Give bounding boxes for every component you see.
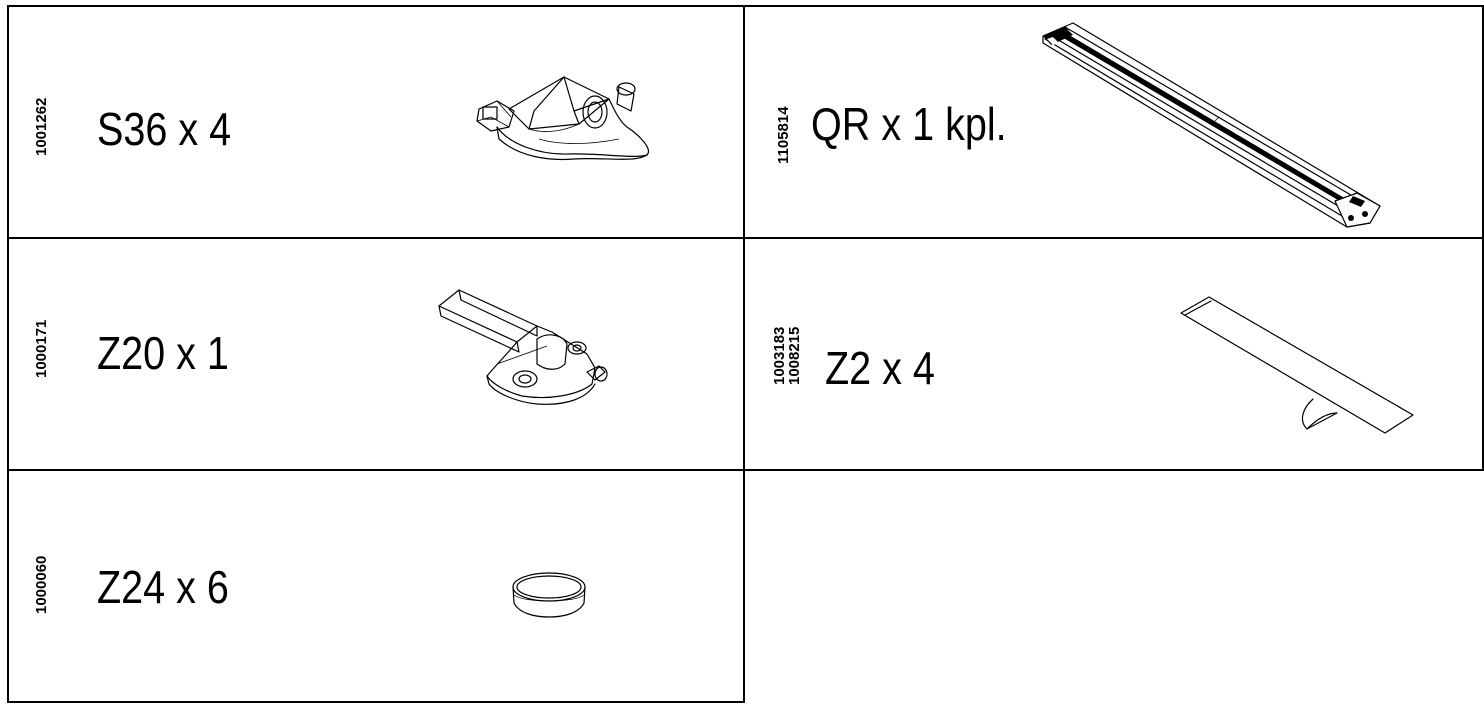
- hinge-plate-icon: [437, 284, 617, 414]
- part-label: S36 x 4: [97, 103, 232, 155]
- rail-icon: [1035, 21, 1395, 231]
- part-cell-z2: 1003183 1008215 Z2 x 4: [743, 237, 1484, 471]
- part-cell-s36: 1001262 S36 x 4: [7, 5, 745, 239]
- part-code: 1105814: [775, 106, 792, 164]
- part-label: Z2 x 4: [825, 342, 935, 394]
- part-code: 1001262: [33, 97, 50, 156]
- part-code: 1008215: [786, 326, 803, 385]
- adhesive-strip-icon: [1177, 291, 1417, 441]
- part-cell-z24: 1000060 Z24 x 6: [7, 469, 745, 703]
- part-code: 1000171: [33, 319, 50, 378]
- part-code: 1000060: [33, 555, 50, 614]
- part-cell-z20: 1000171 Z20 x 1: [7, 237, 745, 471]
- part-label: Z24 x 6: [97, 561, 229, 613]
- part-label: QR x 1 kpl.: [811, 98, 1007, 150]
- part-label: Z20 x 1: [97, 327, 229, 379]
- corner-connector-icon: [469, 69, 649, 169]
- ring-cap-icon: [509, 569, 589, 629]
- part-cell-qr: 1105814 QR x 1 kpl.: [743, 5, 1484, 239]
